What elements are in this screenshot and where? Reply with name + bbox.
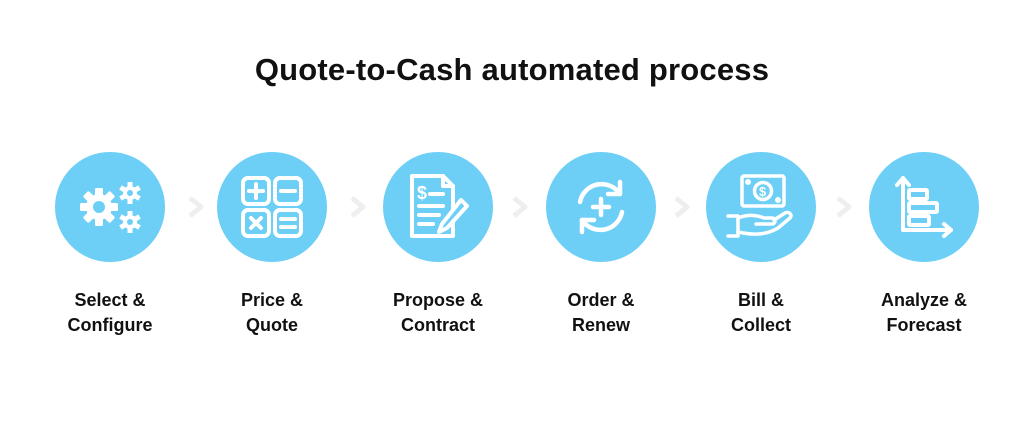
step-analyze-forecast: Analyze & Forecast <box>843 152 1005 338</box>
chevron-right-icon <box>835 196 853 218</box>
svg-text:$: $ <box>759 184 767 199</box>
step-label: Bill & Collect <box>730 290 791 335</box>
step-label: Select & Configure <box>67 290 153 335</box>
svg-text:$: $ <box>417 183 427 203</box>
chevron-right-icon <box>511 196 529 218</box>
payment-icon: $ <box>726 174 793 238</box>
step-circle <box>546 152 656 262</box>
calculator-icon <box>241 176 303 238</box>
page-title: Quote-to-Cash automated process <box>254 52 770 87</box>
step-circle: $ <box>383 152 493 262</box>
step-circle <box>55 152 165 262</box>
gears-icon <box>80 182 141 233</box>
step-bill-collect: $ Bill & Collect <box>680 152 842 338</box>
chevron-right-icon <box>187 196 205 218</box>
step-propose-contract: $ Propose & Contract <box>357 152 519 338</box>
step-label: Price & Quote <box>240 290 304 335</box>
renew-icon <box>577 179 625 235</box>
chevron-right-icon <box>349 196 367 218</box>
step-label: Order & Renew <box>567 290 635 335</box>
chevron-right-icon <box>673 196 691 218</box>
step-label: Propose & Contract <box>392 290 484 335</box>
step-select-configure: Select & Configure <box>29 152 191 338</box>
step-circle <box>869 152 979 262</box>
contract-icon: $ <box>410 174 469 238</box>
step-price-quote: Price & Quote <box>191 152 353 338</box>
step-circle: $ <box>706 152 816 262</box>
step-label: Analyze & Forecast <box>880 290 968 335</box>
step-circle <box>217 152 327 262</box>
bar-chart-icon <box>895 176 953 238</box>
step-order-renew: Order & Renew <box>520 152 682 338</box>
